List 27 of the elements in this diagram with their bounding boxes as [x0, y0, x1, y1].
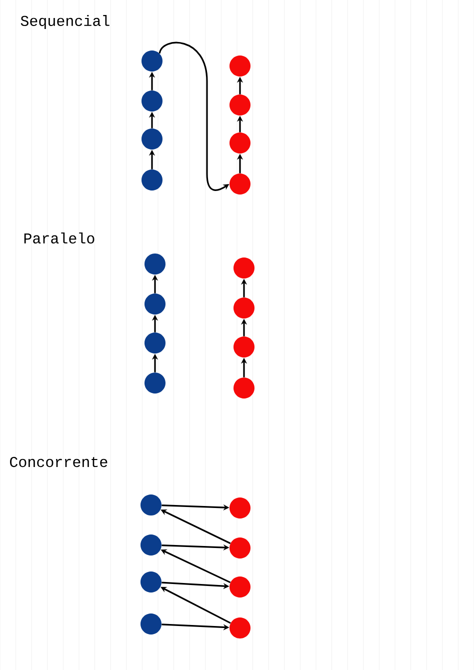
dot: [144, 254, 166, 274]
dot: [230, 174, 250, 194]
dot: [234, 258, 254, 278]
dot: [234, 378, 254, 398]
section-title: Concorrente: [10, 456, 108, 468]
dot: [230, 56, 250, 76]
dot: [144, 294, 166, 314]
section-title: Sequencial: [20, 15, 110, 29]
dot: [140, 614, 162, 634]
section-title: Paralelo: [24, 232, 94, 244]
dot: [144, 332, 166, 354]
dot: [230, 132, 250, 154]
dot: [230, 618, 250, 638]
dot: [142, 90, 162, 112]
dot: [234, 298, 254, 318]
dot: [142, 128, 162, 150]
dot: [234, 336, 254, 358]
dot: [230, 94, 250, 116]
dot: [140, 572, 162, 592]
dot: [140, 494, 162, 516]
dot: [230, 538, 250, 558]
dot: [140, 534, 162, 556]
dot: [230, 576, 250, 598]
dot: [144, 372, 166, 394]
dot: [142, 50, 162, 72]
dot: [230, 498, 250, 518]
dot: [142, 170, 162, 190]
